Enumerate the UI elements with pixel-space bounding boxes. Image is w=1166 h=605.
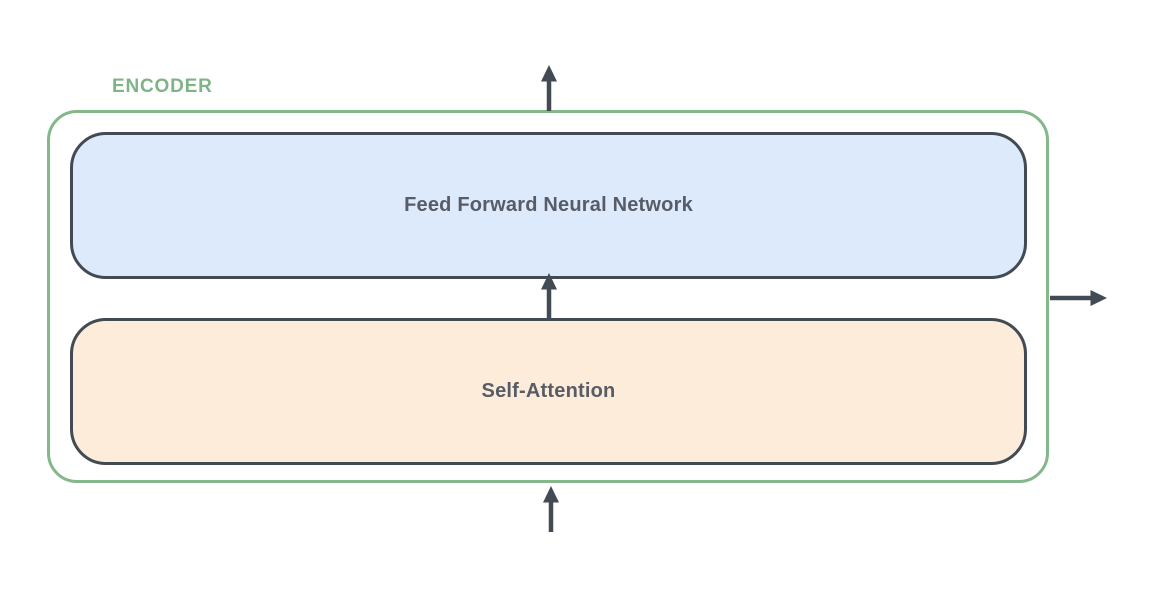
encoder-title: ENCODER [112,76,213,97]
arrow-up-icon encoder-input-arrow [543,486,559,532]
self-attention-block-label: Self-Attention [481,380,616,402]
arrow-up-icon self-attention-to-ffnn-arrow [541,273,557,318]
arrow-up-icon encoder-output-top-arrow [541,65,557,111]
feed-forward-block-label: Feed Forward Neural Network [404,194,693,216]
self-attention-block: Self-Attention [70,318,1027,465]
feed-forward-block: Feed Forward Neural Network [70,132,1027,279]
arrow-right-icon encoder-output-right-arrow [1050,290,1107,306]
